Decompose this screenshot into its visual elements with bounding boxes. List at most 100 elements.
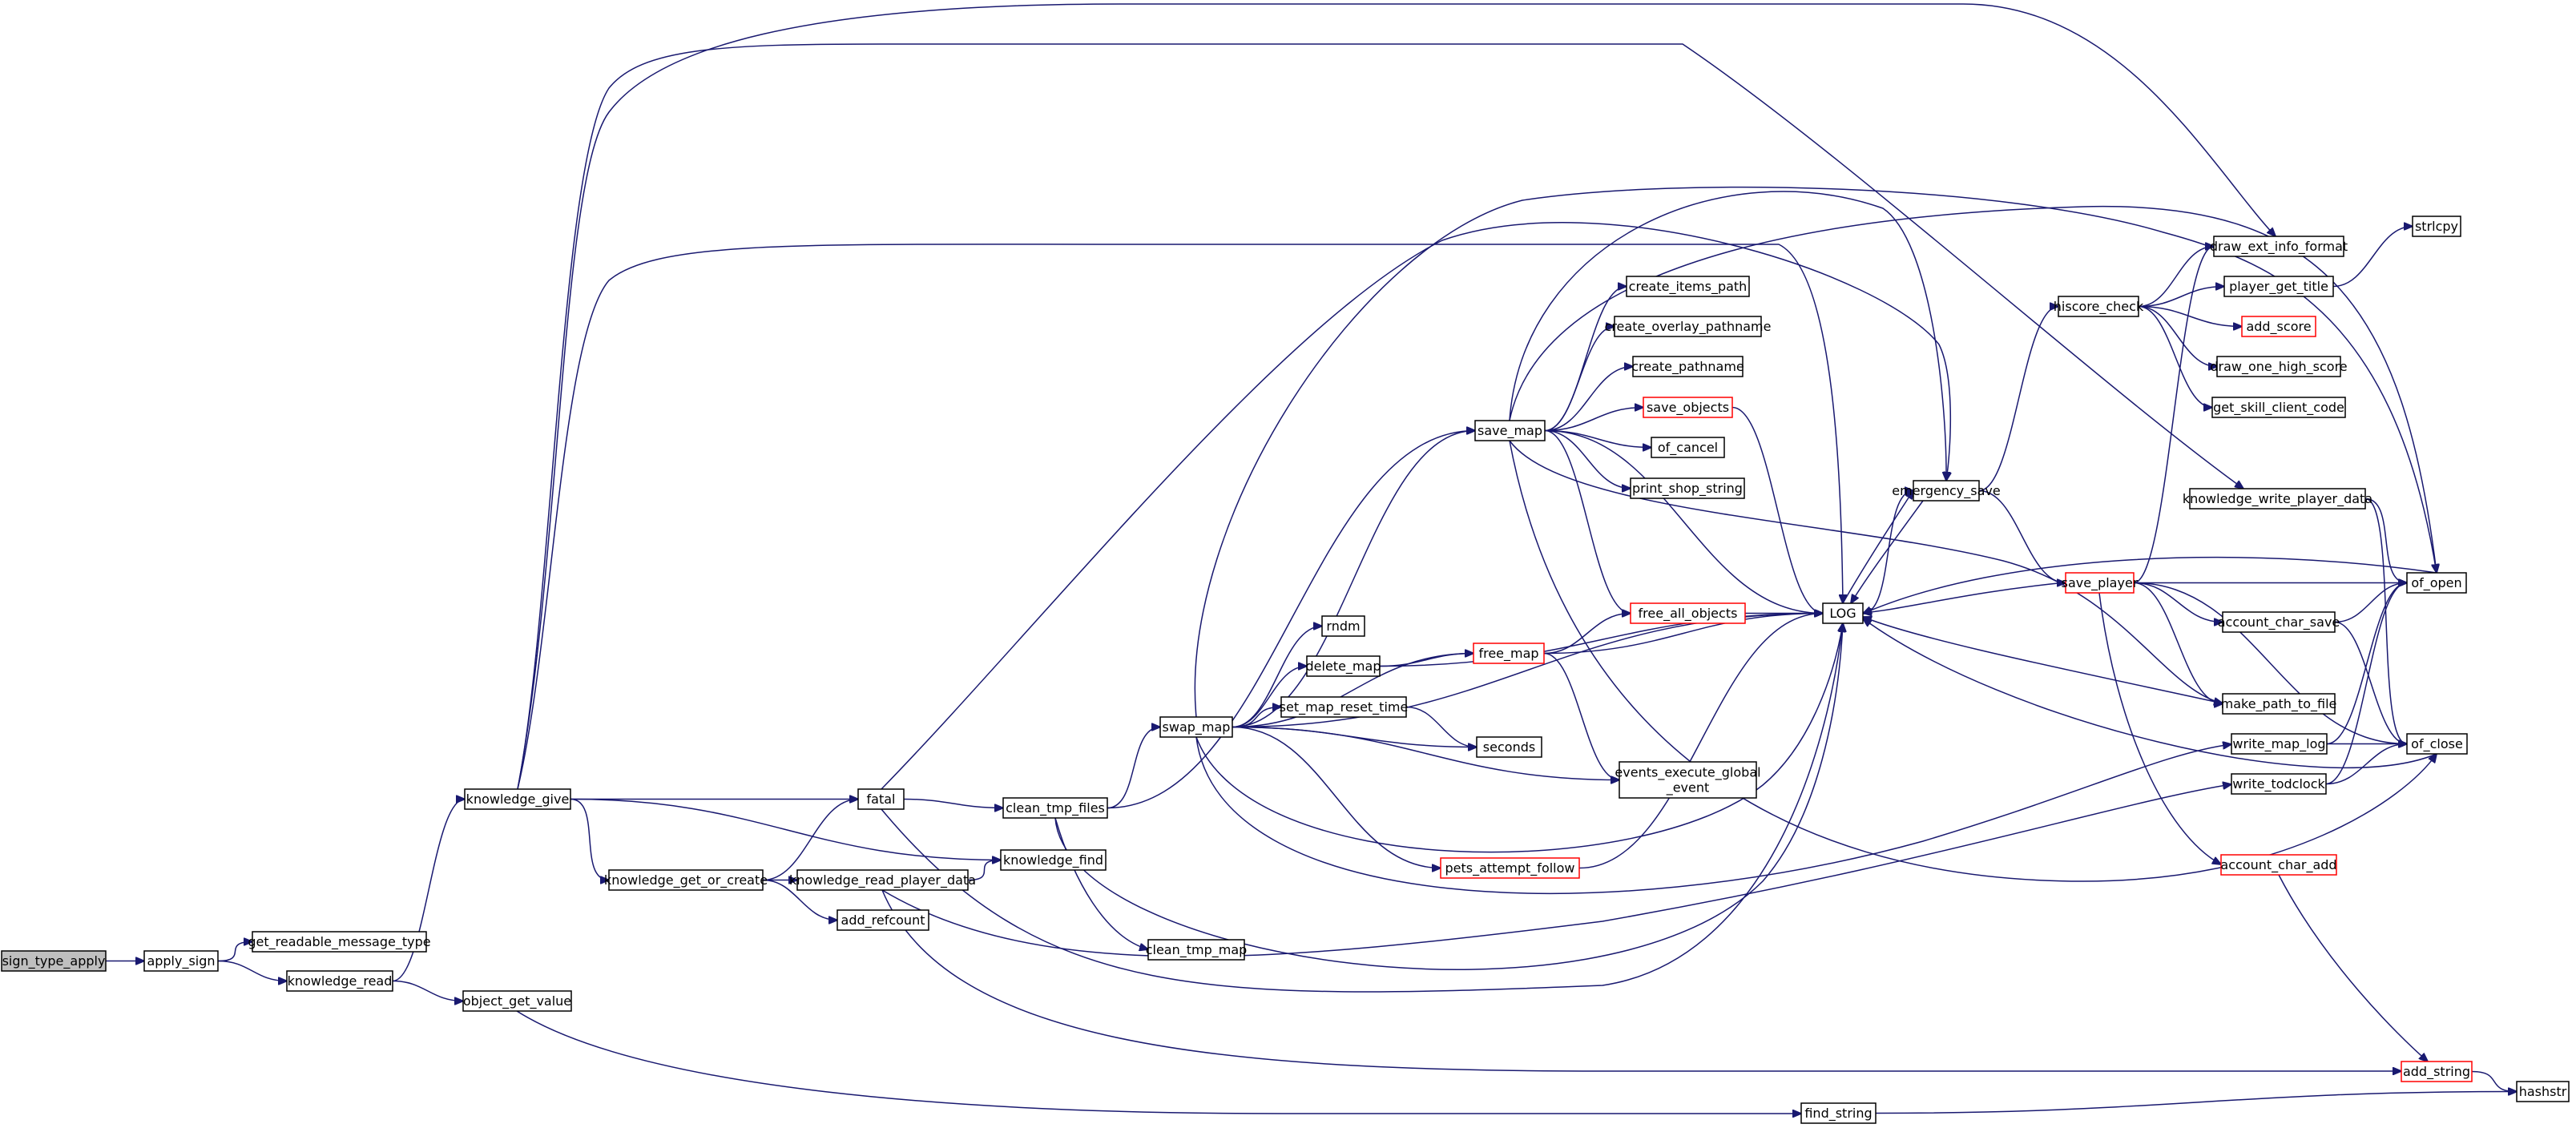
node-create_items_path[interactable]: create_items_path — [1626, 276, 1750, 297]
node-add_string[interactable]: add_string — [2401, 1061, 2473, 1082]
node-player_get_title[interactable]: player_get_title — [2223, 276, 2334, 297]
edges-layer — [105, 3, 2517, 1114]
edge-save_player-to-account_char_add — [2098, 592, 2221, 864]
node-box-clean_tmp_files — [1002, 797, 1108, 819]
node-box-knowledge_read — [286, 970, 393, 992]
node-save_objects[interactable]: save_objects — [1643, 397, 1733, 418]
node-box-rndm — [1321, 615, 1365, 637]
node-knowledge_get_or_create[interactable]: knowledge_get_or_create — [604, 869, 768, 891]
edge-clean_tmp_files-to-save_map — [1107, 431, 1475, 809]
node-box-save_player — [2065, 572, 2135, 594]
edge-save_map-to-save_objects — [1544, 408, 1643, 432]
node-knowledge_give[interactable]: knowledge_give — [464, 788, 571, 810]
node-knowledge_read_player_data[interactable]: knowledge_read_player_data — [789, 869, 976, 891]
node-of_cancel[interactable]: of_cancel — [1651, 437, 1725, 458]
node-add_score[interactable]: add_score — [2241, 316, 2316, 337]
node-label-free_all_objects: free_all_objects — [1639, 606, 1738, 622]
node-box-draw_one_high_score — [2216, 356, 2341, 377]
node-save_map[interactable]: save_map — [1474, 420, 1546, 441]
edge-knowledge_read-to-object_get_value — [392, 980, 463, 1001]
node-box-free_map — [1473, 643, 1545, 664]
edge-knowledge_get_or_create-to-fatal — [762, 800, 858, 881]
edge-fatal-to-clean_tmp_files — [903, 798, 1003, 808]
node-swap_map[interactable]: swap_map — [1159, 716, 1233, 738]
node-label-write_todclock: write_todclock — [2232, 776, 2325, 792]
node-of_open[interactable]: of_open — [2406, 572, 2467, 594]
node-box-pets_attempt_follow — [1440, 857, 1580, 879]
node-label-rndm: rndm — [1326, 618, 1360, 634]
node-label-create_overlay_pathname: create_overlay_pathname — [1605, 319, 1772, 335]
node-save_player[interactable]: save_player — [2062, 572, 2139, 594]
edge-emergency_save-to-hiscore_check — [1978, 307, 2058, 492]
node-label-object_get_value: object_get_value — [463, 993, 571, 1009]
node-draw_ext_info_format[interactable]: draw_ext_info_format — [2210, 236, 2348, 257]
node-write_todclock[interactable]: write_todclock — [2231, 773, 2327, 795]
node-label-account_char_add: account_char_add — [2220, 857, 2336, 873]
node-account_char_save[interactable]: account_char_save — [2218, 611, 2340, 633]
node-draw_one_high_score[interactable]: draw_one_high_score — [2210, 356, 2348, 377]
edge-save_map-to-create_overlay_pathname — [1544, 327, 1615, 432]
node-create_pathname[interactable]: create_pathname — [1631, 356, 1744, 377]
node-label-add_score: add_score — [2246, 319, 2311, 335]
node-clean_tmp_files[interactable]: clean_tmp_files — [1002, 797, 1108, 819]
edge-pets_attempt_follow-to-LOG — [1578, 614, 1823, 869]
node-create_overlay_pathname[interactable]: create_overlay_pathname — [1605, 316, 1772, 337]
node-write_map_log[interactable]: write_map_log — [2231, 733, 2328, 755]
node-pets_attempt_follow[interactable]: pets_attempt_follow — [1440, 857, 1580, 879]
node-box-clean_tmp_map — [1147, 939, 1245, 961]
node-sign_type_apply[interactable]: sign_type_apply — [1, 950, 107, 972]
node-rndm[interactable]: rndm — [1321, 615, 1365, 637]
node-label-clean_tmp_map: clean_tmp_map — [1146, 942, 1248, 958]
node-knowledge_write_player_data[interactable]: knowledge_write_player_data — [2183, 488, 2372, 510]
node-label-fatal: fatal — [867, 792, 896, 807]
edge-account_char_save-to-of_open — [2334, 583, 2407, 623]
node-of_close[interactable]: of_close — [2406, 733, 2468, 755]
node-label-save_map: save_map — [1477, 423, 1542, 439]
node-print_shop_string[interactable]: print_shop_string — [1630, 477, 1745, 499]
edge-object_get_value-to-find_string — [516, 1010, 1801, 1114]
node-label-delete_map: delete_map — [1306, 659, 1381, 675]
node-apply_sign[interactable]: apply_sign — [143, 950, 219, 972]
node-fatal[interactable]: fatal — [857, 788, 905, 810]
node-label-of_open: of_open — [2411, 575, 2461, 591]
edge-emergency_save-to-LOG — [1851, 500, 1924, 603]
node-box-make_path_to_file — [2222, 693, 2336, 715]
node-strlcpy[interactable]: strlcpy — [2412, 216, 2461, 237]
node-label-create_items_path: create_items_path — [1629, 279, 1748, 295]
node-box-hashstr — [2516, 1081, 2570, 1102]
node-knowledge_find[interactable]: knowledge_find — [1000, 849, 1107, 871]
node-label-seconds: seconds — [1483, 739, 1535, 755]
node-seconds[interactable]: seconds — [1476, 736, 1542, 758]
edge-apply_sign-to-knowledge_read — [217, 960, 287, 981]
node-find_string[interactable]: find_string — [1800, 1102, 1877, 1124]
node-LOG[interactable]: LOG — [1822, 602, 1864, 624]
node-make_path_to_file[interactable]: make_path_to_file — [2221, 693, 2337, 715]
node-label-sign_type_apply: sign_type_apply — [2, 953, 106, 969]
node-add_refcount[interactable]: add_refcount — [836, 909, 929, 931]
node-label-of_close: of_close — [2411, 736, 2463, 752]
node-box-knowledge_give — [464, 788, 571, 810]
node-delete_map[interactable]: delete_map — [1306, 655, 1381, 677]
node-free_all_objects[interactable]: free_all_objects — [1630, 602, 1746, 624]
node-object_get_value[interactable]: object_get_value — [462, 990, 572, 1012]
node-get_skill_client_code[interactable]: get_skill_client_code — [2211, 397, 2346, 418]
node-knowledge_read[interactable]: knowledge_read — [286, 970, 393, 992]
node-box-get_skill_client_code — [2211, 397, 2346, 418]
edge-fatal-to-LOG — [881, 623, 1843, 993]
edge-account_char_save-to-of_close — [2334, 621, 2407, 744]
node-set_map_reset_time[interactable]: set_map_reset_time — [1280, 696, 1409, 718]
edge-free_map-to-free_all_objects — [1543, 614, 1631, 655]
edge-write_todclock-to-of_close — [2325, 744, 2407, 785]
edge-save_map-to-of_cancel — [1544, 429, 1651, 448]
node-label-make_path_to_file: make_path_to_file — [2221, 696, 2337, 712]
node-box-apply_sign — [143, 950, 219, 972]
node-emergency_save[interactable]: emergency_save — [1892, 480, 2001, 502]
node-get_readable_message_type[interactable]: get_readable_message_type — [248, 931, 431, 953]
node-hiscore_check[interactable]: hiscore_check — [2054, 296, 2144, 317]
node-label-clean_tmp_files: clean_tmp_files — [1006, 800, 1105, 816]
node-events_execute_global_event[interactable]: events_execute_global_event — [1615, 761, 1761, 799]
node-free_map[interactable]: free_map — [1473, 643, 1545, 664]
node-clean_tmp_map[interactable]: clean_tmp_map — [1146, 939, 1248, 961]
node-hashstr[interactable]: hashstr — [2516, 1081, 2570, 1102]
node-account_char_add[interactable]: account_char_add — [2220, 854, 2337, 876]
